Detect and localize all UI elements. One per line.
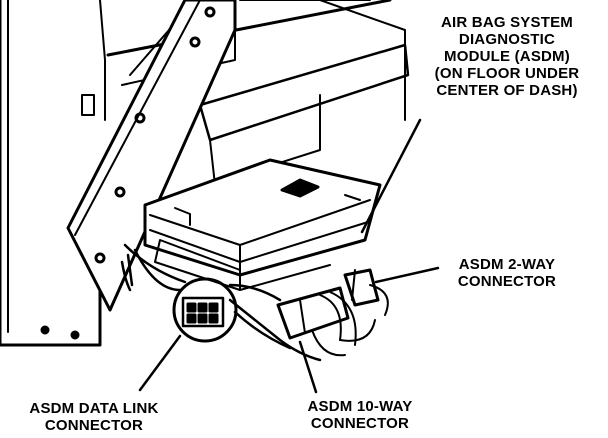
callout-asdm-line-4: (ON FLOOR UNDER <box>434 65 580 82</box>
wiring-harness <box>120 243 322 362</box>
leader-lines <box>138 118 440 394</box>
callout-10-way-line-1: ASDM 10-WAY <box>307 398 413 415</box>
asdm-10-way-connector <box>276 286 376 357</box>
leader-10-way-connector <box>298 340 318 394</box>
leader-2-way-connector <box>374 266 440 284</box>
asdm-data-link-connector <box>172 277 238 343</box>
callout-10-way-line-2: CONNECTOR <box>310 415 410 432</box>
callout-asdm-module: AIR BAG SYSTEM DIAGNOSTIC MODULE (ASDM) … <box>408 14 606 99</box>
callout-asdm-line-2: DIAGNOSTIC <box>458 31 556 48</box>
callout-2-way-line-2: CONNECTOR <box>457 273 557 290</box>
callout-asdm-line-3: MODULE (ASDM) <box>444 48 570 65</box>
callout-data-link-line-2: CONNECTOR <box>44 417 144 434</box>
callout-data-link-line-1: ASDM DATA LINK <box>29 400 159 417</box>
callout-asdm-line-1: AIR BAG SYSTEM <box>441 14 573 31</box>
callout-asdm-line-5: CENTER OF DASH) <box>436 82 578 99</box>
callout-2-way-line-1: ASDM 2-WAY <box>458 256 556 273</box>
asdm-2-way-connector <box>343 268 389 316</box>
callout-data-link-connector: ASDM DATA LINK CONNECTOR <box>4 400 184 434</box>
asdm-module <box>143 158 382 291</box>
side-body-panel <box>0 0 106 347</box>
callout-2-way-connector: ASDM 2-WAY CONNECTOR <box>432 256 582 290</box>
callout-10-way-connector: ASDM 10-WAY CONNECTOR <box>285 398 435 432</box>
mounting-bracket <box>66 0 237 312</box>
leader-data-link-connector <box>138 334 182 392</box>
leader-asdm-module <box>360 118 422 234</box>
